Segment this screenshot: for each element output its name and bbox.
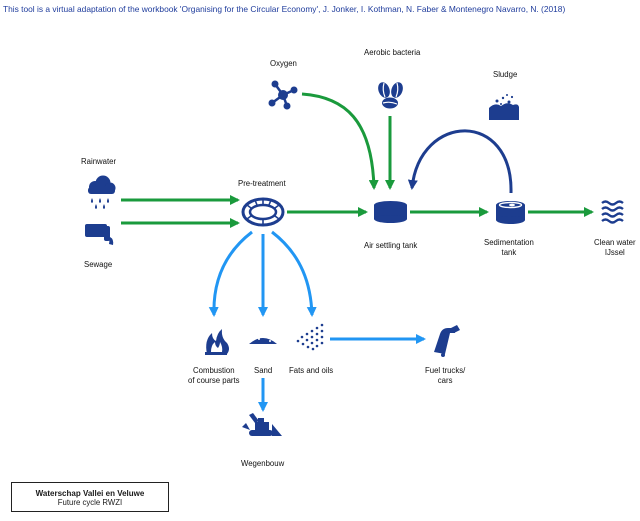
footer-box: Waterschap Vallei en Veluwe Future cycle… [11,482,169,512]
sewage-label: Sewage [84,260,113,269]
sand-pile-icon [249,336,277,344]
sludge-icon [489,94,519,120]
rain-cloud-icon [88,175,116,209]
clean-water-label-line2: IJssel [604,247,625,257]
fuel-label: Fuel trucks/ cars [425,366,465,385]
footer-title: Waterschap Vallei en Veluwe [35,489,145,498]
combustion-label-line1: Combustion [192,366,235,375]
fats-oils-icon [296,323,324,351]
wegenbouw-label: Wegenbouw [241,459,285,468]
flame-icon [205,329,229,355]
rainwater-label: Rainwater [81,157,117,166]
sewage-pipe-icon [85,224,114,245]
pretreatment-icon [241,197,285,227]
sedimentation-tank-label-line2: tank [501,247,517,257]
fuel-label-line2: cars [437,375,453,385]
pretreatment-label: Pre-treatment [238,179,286,188]
excavator-icon [242,413,282,436]
aerobic-bacteria-label: Aerobic bacteria [364,48,421,57]
arrow-oxygen-to-air-tank [301,92,379,190]
air-settling-tank-icon [374,201,407,223]
fats-oils-label: Fats and oils [289,366,334,375]
sludge-label: Sludge [493,70,518,79]
combustion-label: Combustion of course parts [188,366,240,385]
arrow-pretreatment-to-combustion [208,230,253,317]
fuel-label-line1: Fuel trucks/ [425,366,466,375]
combustion-label-line2: of course parts [188,375,240,385]
sand-label: Sand [254,366,273,375]
fuel-pump-icon [434,325,460,357]
sedimentation-tank-label-line1: Sedimentation [484,238,534,247]
credit-text: This tool is a virtual adaptation of the… [3,4,566,14]
clean-water-icon [601,200,624,224]
sedimentation-tank-icon [496,201,525,224]
air-settling-tank-label: Air settling tank [364,241,418,250]
clean-water-label-line1: Clean water [594,238,636,247]
oxygen-label: Oxygen [270,59,297,68]
oxygen-molecule-icon [268,80,298,110]
footer-subtitle: Future cycle RWZI [57,498,123,507]
arrow-pretreatment-to-fats [271,230,317,317]
sedimentation-tank-label: Sedimentation tank [484,238,534,257]
bacteria-icon [378,82,403,109]
arrow-sludge-return [407,129,513,194]
clean-water-label: Clean water IJssel [594,238,636,257]
